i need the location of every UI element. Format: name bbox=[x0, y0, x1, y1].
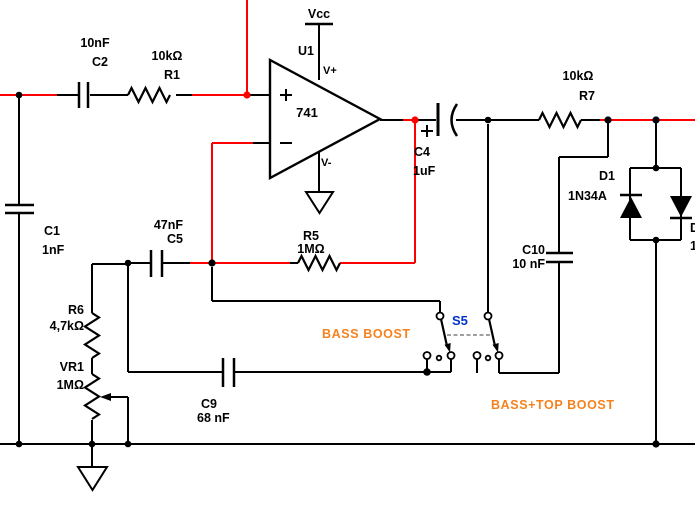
ground-symbol-main[interactable] bbox=[76, 466, 109, 492]
c2-value-label: 10nF bbox=[80, 36, 110, 50]
c5-value-label: 47nF bbox=[153, 218, 183, 232]
vr1-value-label: 1MΩ bbox=[56, 378, 84, 392]
capacitor-c1[interactable] bbox=[5, 203, 34, 215]
opamp-type-label: 741 bbox=[296, 105, 318, 120]
opamp-u1[interactable] bbox=[268, 57, 383, 181]
d2-value-label: 1N34A bbox=[690, 239, 695, 253]
r7-ref-label: R7 bbox=[579, 89, 595, 103]
c4-value-label: 1uF bbox=[413, 164, 436, 178]
resistor-r1[interactable] bbox=[127, 85, 171, 105]
r1-value-label: 10kΩ bbox=[151, 49, 183, 63]
r6-ref-label: R6 bbox=[68, 303, 84, 317]
r1-ref-label: R1 bbox=[164, 68, 180, 82]
vr1-ref-label: VR1 bbox=[59, 360, 84, 374]
wiper-arrow bbox=[100, 393, 111, 401]
opamp-ref-label: U1 bbox=[298, 44, 314, 58]
capacitor-c10[interactable] bbox=[546, 251, 573, 264]
s5-ref-label: S5 bbox=[452, 313, 468, 328]
r5-value-label: 1MΩ bbox=[297, 242, 325, 256]
d2-ref-label: D2 bbox=[690, 221, 695, 235]
vplus-pin-label: V+ bbox=[323, 65, 337, 77]
switch-s5[interactable] bbox=[422, 311, 504, 362]
plus-polarity-mark bbox=[421, 125, 433, 137]
c10-ref-label: C10 bbox=[522, 243, 545, 257]
r7-value-label: 10kΩ bbox=[562, 69, 594, 83]
ground-symbol-opamp[interactable] bbox=[304, 191, 335, 215]
diode-box-wires[interactable] bbox=[629, 167, 682, 241]
capacitor-c4-polarized[interactable] bbox=[421, 103, 459, 137]
bass-top-boost-annotation: BASS+TOP BOOST bbox=[491, 398, 615, 412]
resistor-r5[interactable] bbox=[297, 253, 341, 273]
bass-boost-annotation: BASS BOOST bbox=[322, 327, 411, 341]
vminus-pin-label: V- bbox=[321, 157, 332, 169]
c9-value-label: 68 nF bbox=[197, 411, 230, 425]
resistor-r7[interactable] bbox=[538, 110, 582, 130]
capacitor-c5[interactable] bbox=[149, 250, 164, 277]
potentiometer-vr1[interactable] bbox=[82, 373, 111, 420]
diode-d2[interactable] bbox=[670, 196, 692, 220]
capacitor-c9[interactable] bbox=[221, 358, 236, 387]
d1-ref-label: D1 bbox=[599, 169, 615, 183]
r6-value-label: 4,7kΩ bbox=[49, 319, 84, 333]
c1-ref-label: C1 bbox=[44, 224, 60, 238]
junction-dots bbox=[15, 91, 660, 448]
c1-value-label: 1nF bbox=[42, 243, 65, 257]
d1-value-label: 1N34A bbox=[568, 189, 607, 203]
vcc-label: Vcc bbox=[307, 7, 331, 21]
r5-ref-label: R5 bbox=[303, 229, 319, 243]
c9-ref-label: C9 bbox=[201, 397, 217, 411]
c10-value-label: 10 nF bbox=[512, 257, 545, 271]
capacitor-c2[interactable] bbox=[77, 82, 90, 108]
c4-ref-label: C4 bbox=[414, 145, 430, 159]
c5-ref-label: C5 bbox=[167, 232, 183, 246]
diode-d1[interactable] bbox=[620, 193, 642, 218]
c2-ref-label: C2 bbox=[92, 55, 108, 69]
resistor-r6[interactable] bbox=[82, 312, 102, 359]
wires-black[interactable] bbox=[0, 22, 695, 467]
